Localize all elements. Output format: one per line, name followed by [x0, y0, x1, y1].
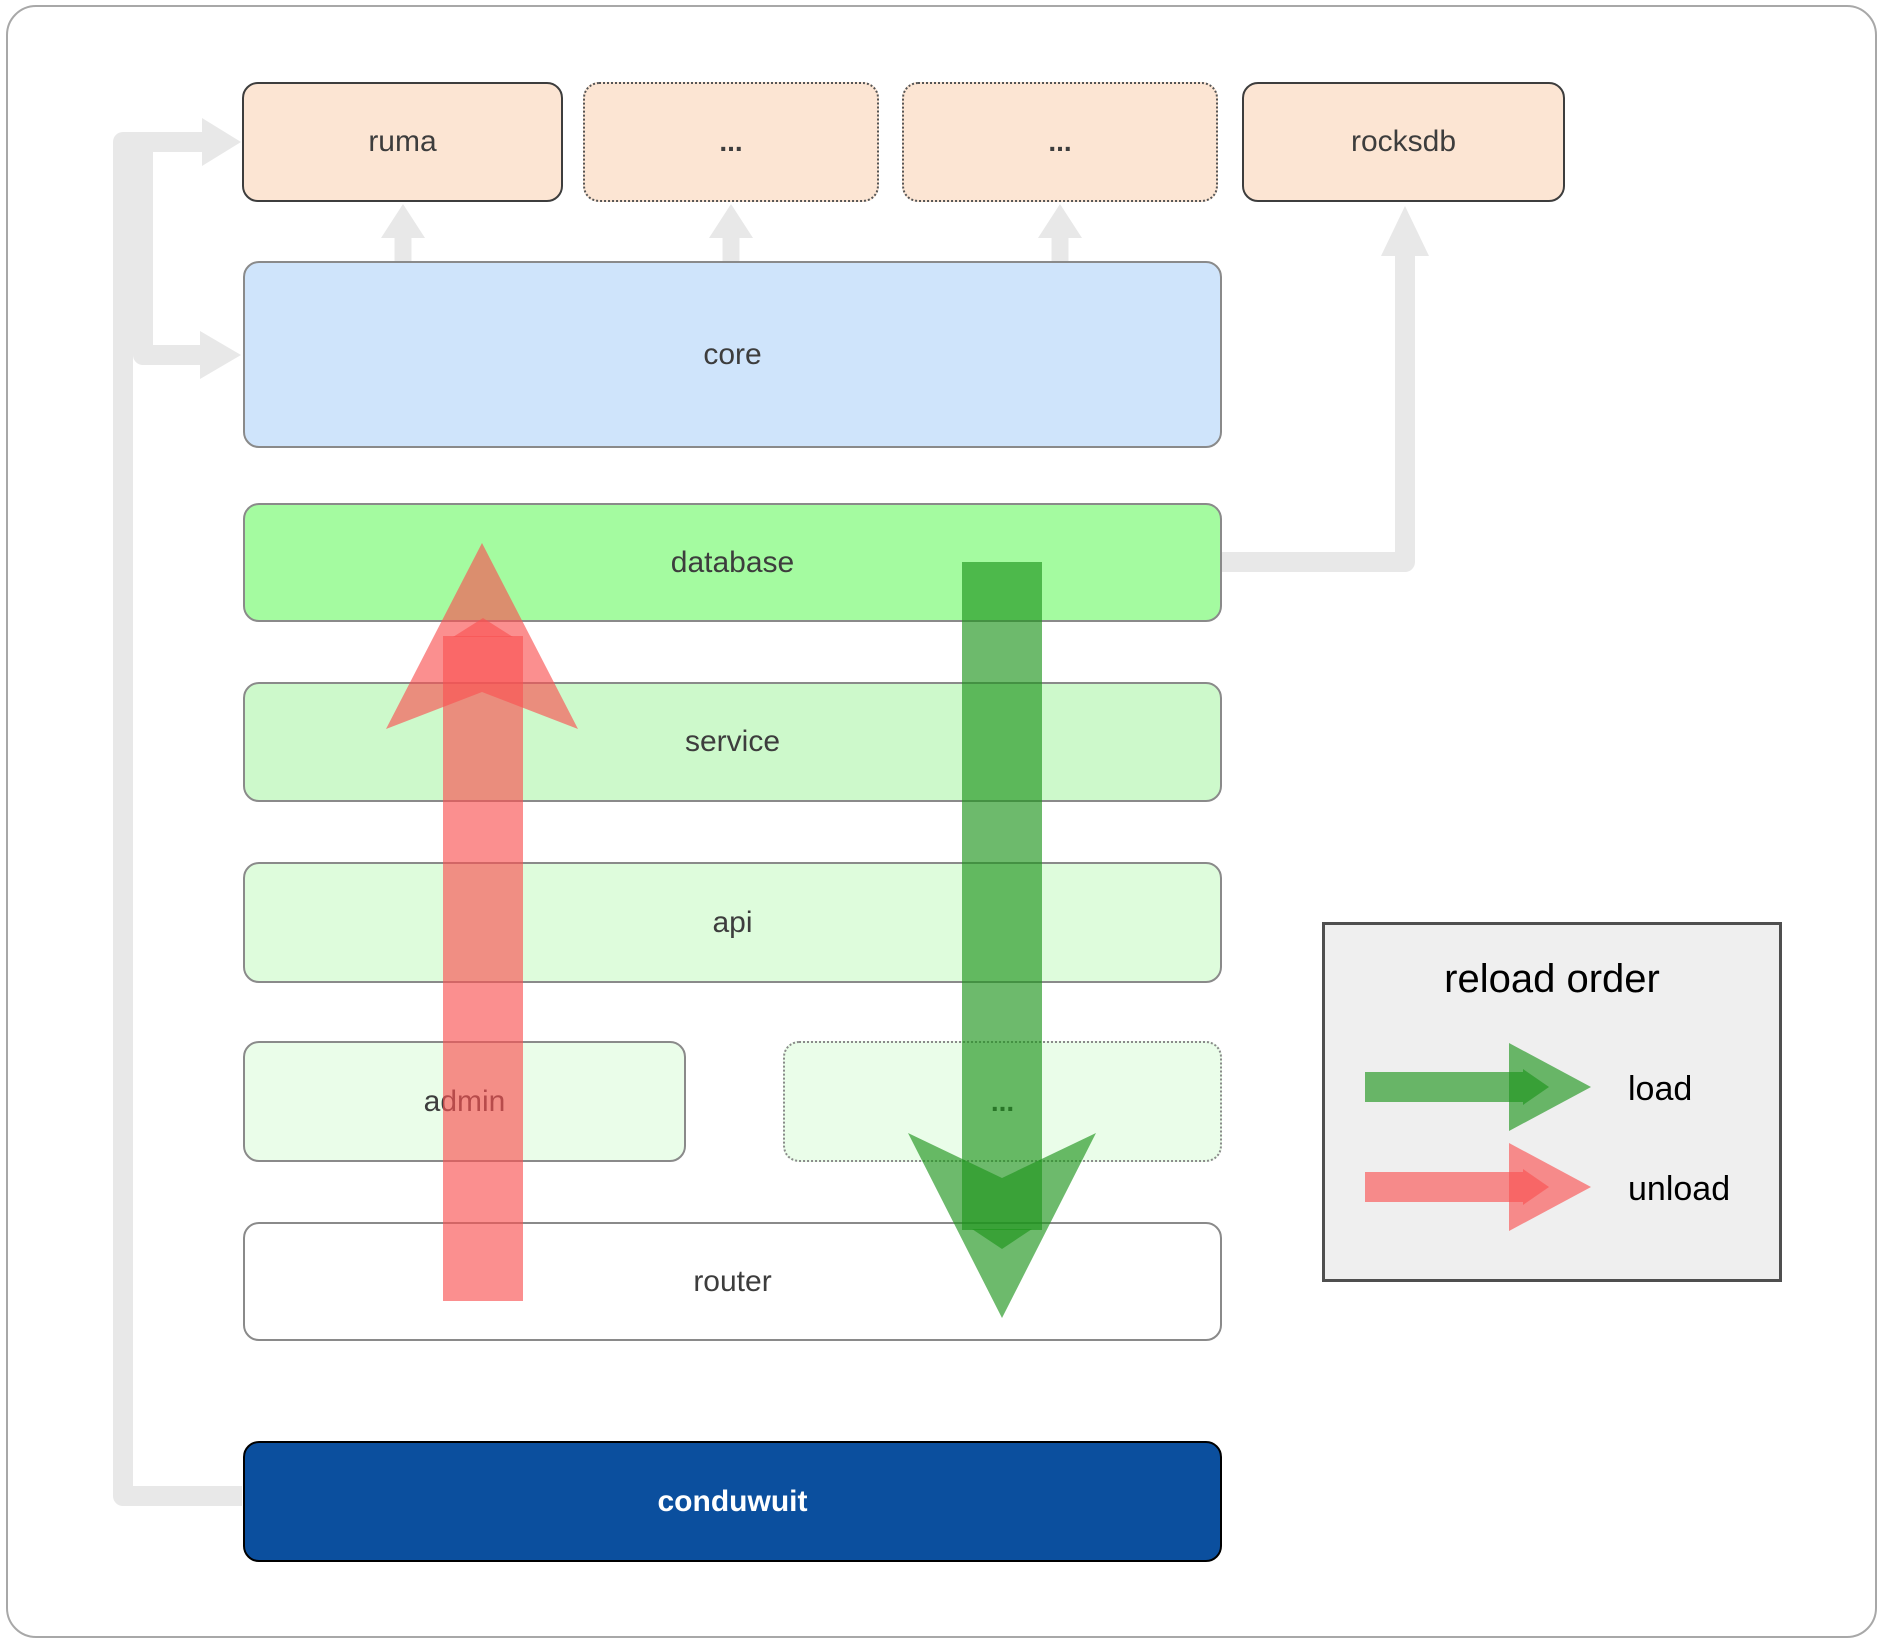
node-conduwuit-label: conduwuit [657, 1484, 808, 1518]
node-admin-label: admin [423, 1084, 506, 1118]
legend-load-label: load [1628, 1070, 1693, 1108]
node-service-label: service [684, 725, 781, 758]
node-dots-top-2: ... [902, 82, 1218, 202]
legend-row-unload: unload [1325, 1143, 1779, 1231]
legend-unload-label: unload [1628, 1170, 1731, 1208]
node-router-label: router [693, 1264, 772, 1298]
load-arrow-icon [1365, 1043, 1591, 1131]
node-dots-top-1-label: ... [719, 126, 743, 157]
legend-row-load: load [1325, 1043, 1779, 1131]
legend: reload order load unload [1322, 922, 1782, 1282]
node-database-label: database [670, 545, 795, 579]
node-ruma: ruma [242, 82, 563, 202]
node-database: database [243, 503, 1222, 622]
unload-arrow-icon [1365, 1143, 1591, 1231]
legend-title: reload order [1444, 957, 1660, 1001]
node-api: api [243, 862, 1222, 983]
node-service: service [243, 682, 1222, 802]
node-core-label: core [703, 337, 762, 371]
node-api-label: api [712, 905, 753, 939]
node-dots-sub: ... [783, 1041, 1222, 1162]
node-admin: admin [243, 1041, 686, 1162]
node-rocksdb: rocksdb [1242, 82, 1565, 202]
node-router: router [243, 1222, 1222, 1341]
node-dots-sub-label: ... [990, 1085, 1015, 1117]
page-border [6, 5, 1877, 1638]
node-rocksdb-label: rocksdb [1350, 125, 1457, 158]
node-core: core [243, 261, 1222, 448]
node-dots-top-2-label: ... [1048, 126, 1072, 157]
node-ruma-label: ruma [368, 125, 437, 158]
node-conduwuit: conduwuit [243, 1441, 1222, 1562]
node-dots-top-1: ... [583, 82, 879, 202]
